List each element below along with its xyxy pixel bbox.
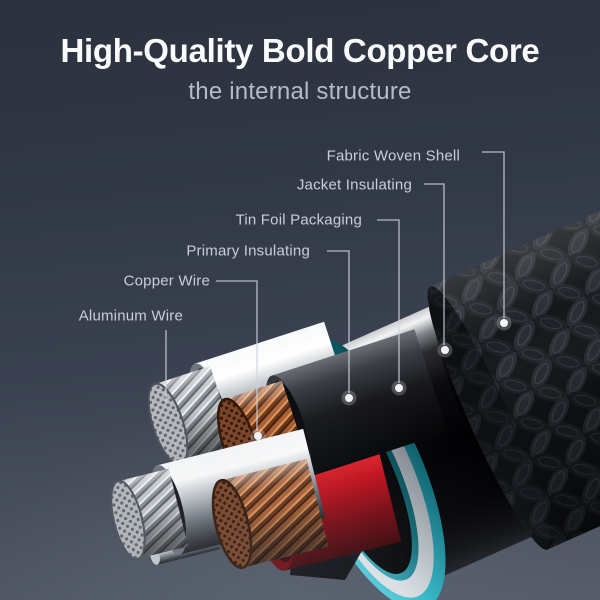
callout-label-tin-foil-packaging: Tin Foil Packaging — [235, 211, 362, 229]
fabric-woven-shell-graphic — [427, 148, 600, 550]
header: High-Quality Bold Copper Core the intern… — [0, 32, 600, 106]
callout-label-primary-insulating: Primary Insulating — [186, 242, 310, 260]
callout-label-jacket-insulating: Jacket Insulating — [296, 176, 412, 194]
callout-lines — [165, 151, 505, 431]
callout-line-copper-wire — [216, 280, 258, 431]
callout-dot-primary-insulating — [341, 390, 357, 406]
callout-dot-fabric-woven-shell — [496, 315, 512, 331]
callout-dots — [250, 315, 512, 444]
callout-line-jacket-insulating — [424, 183, 445, 345]
callout-dot-copper-wire — [250, 428, 266, 444]
page-title: High-Quality Bold Copper Core — [60, 32, 540, 69]
callout-dot-tin-foil-packaging — [391, 380, 407, 396]
page-subtitle: the internal structure — [188, 78, 412, 106]
copper-wire-bottom-graphic — [211, 459, 329, 570]
callout-label-aluminum-wire: Aluminum Wire — [78, 307, 183, 325]
callout-dot-jacket-insulating — [437, 342, 453, 358]
callout-label-copper-wire: Copper Wire — [123, 272, 210, 290]
callout-label-fabric-woven-shell: Fabric Woven Shell — [326, 147, 460, 165]
callout-line-fabric-woven-shell — [482, 151, 505, 318]
callout-line-primary-insulating — [327, 250, 350, 393]
callout-line-tin-foil-packaging — [377, 219, 400, 383]
